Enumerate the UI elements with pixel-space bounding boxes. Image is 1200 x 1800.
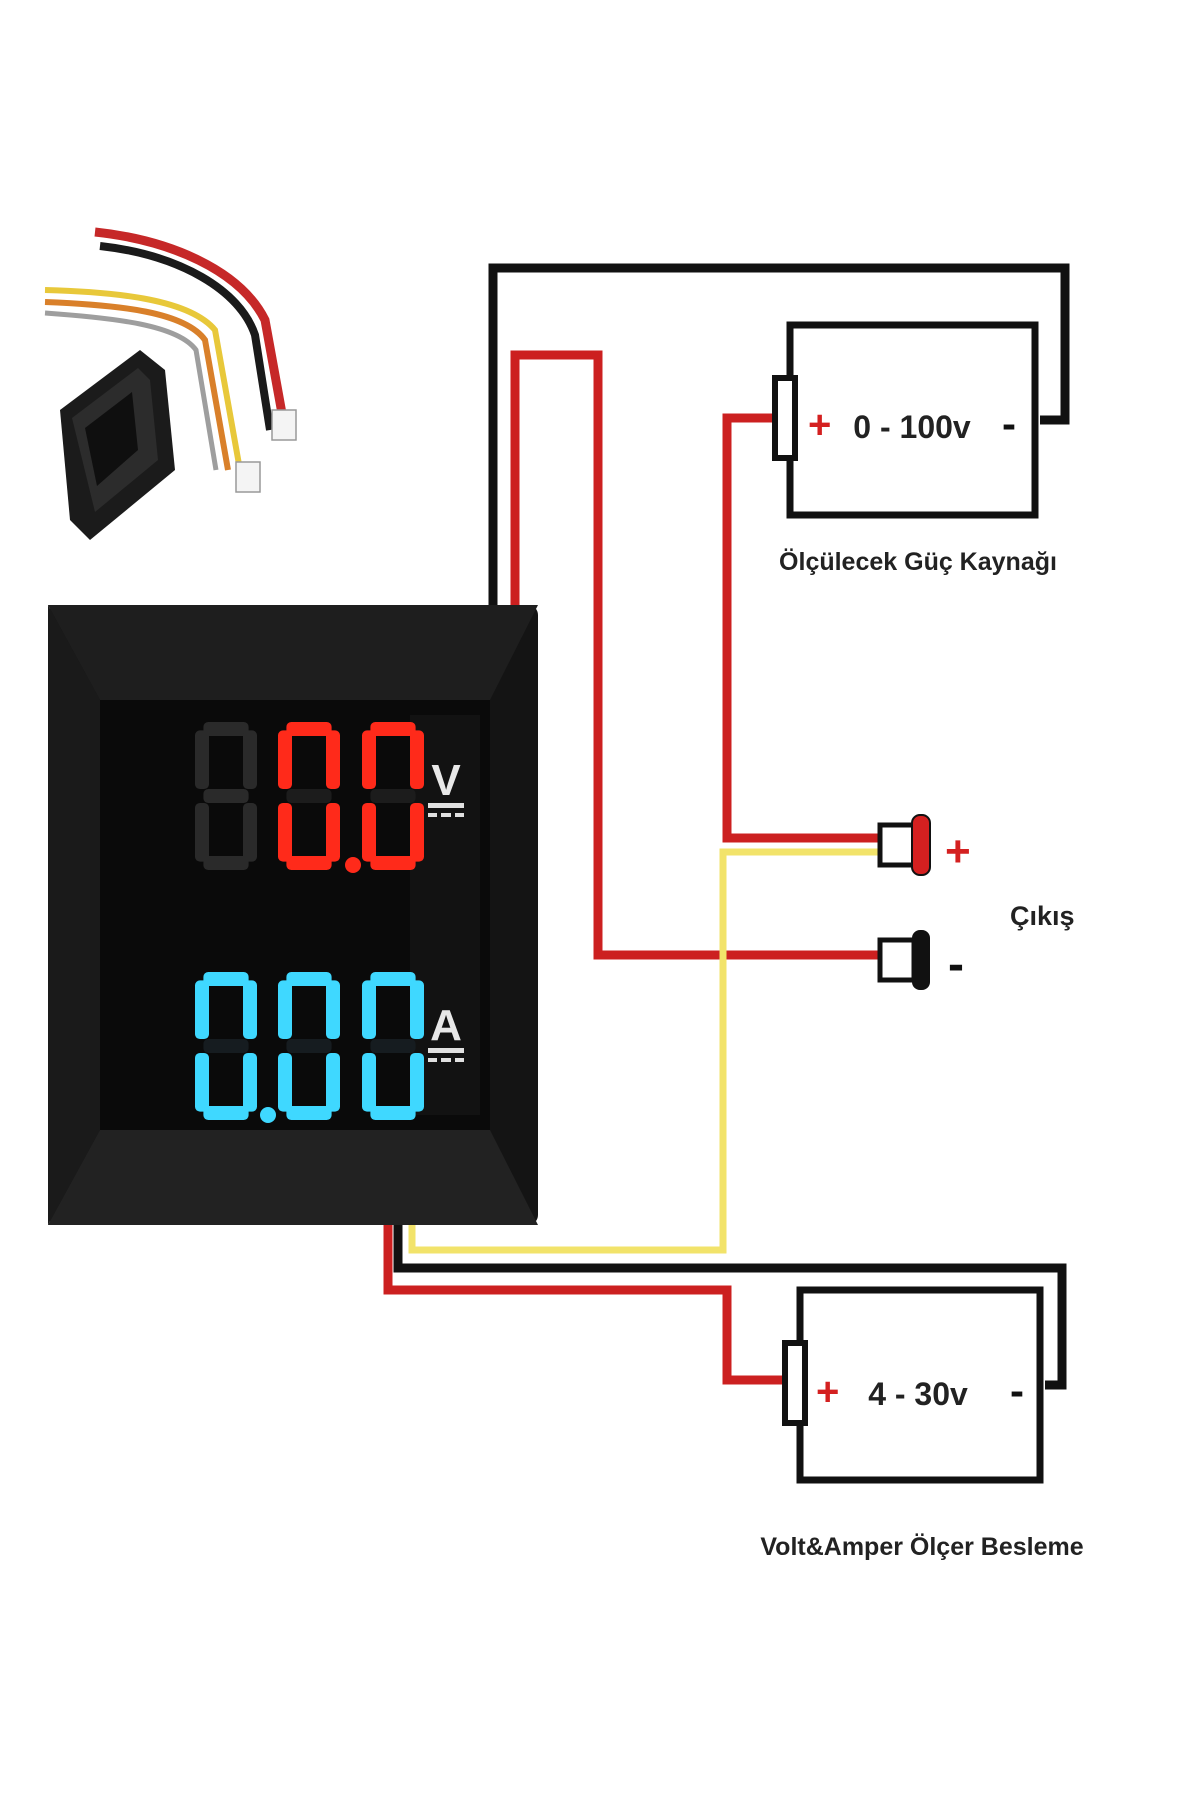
meter-bezel-left — [48, 605, 100, 1225]
segment-c — [243, 1053, 257, 1112]
segment-d — [370, 1106, 416, 1120]
segment-f — [362, 980, 376, 1039]
measured-source-battery: + - 0 - 100v Ölçülecek Güç Kaynağı — [772, 321, 1057, 576]
measured-source-body — [786, 321, 1039, 519]
segment-d — [203, 1106, 249, 1120]
segment-g — [203, 789, 249, 803]
segment-g — [286, 789, 332, 803]
voltage-display — [195, 722, 424, 873]
segment-c — [243, 803, 257, 862]
wire-yellow-signal — [408, 848, 893, 1254]
photo-wire-red — [94, 227, 290, 431]
supply-minus: - — [1010, 1367, 1024, 1414]
segment-e — [195, 803, 209, 862]
segment-c — [410, 803, 424, 862]
segment-b — [243, 980, 257, 1039]
wire-black-source-minus — [488, 263, 1070, 610]
output-plus-sign: + — [945, 827, 971, 876]
segment-b — [326, 980, 340, 1039]
current-digit-2 — [278, 972, 340, 1120]
wire-red-source-plus-to-output-plus — [722, 413, 893, 843]
segment-a — [286, 722, 332, 736]
current-display — [195, 972, 424, 1123]
measured-source-terminal — [772, 375, 798, 461]
segment-a — [203, 972, 249, 986]
meter-bezel-bottom — [48, 1130, 538, 1225]
current-unit: A — [430, 1001, 462, 1050]
supply-battery: + - 4 - 30v Volt&Amper Ölçer Besleme — [760, 1286, 1084, 1561]
photo-meter-window — [85, 392, 138, 486]
product-photo — [44, 227, 297, 540]
segment-a — [203, 722, 249, 736]
segment-d — [286, 856, 332, 870]
segment-g — [203, 1039, 249, 1053]
segment-e — [195, 1053, 209, 1112]
supply-terminal — [782, 1340, 808, 1426]
voltage-unit: V — [431, 756, 461, 805]
segment-c — [326, 1053, 340, 1112]
segment-g — [370, 1039, 416, 1053]
segment-d — [286, 1106, 332, 1120]
segment-e — [278, 1053, 292, 1112]
segment-f — [195, 980, 209, 1039]
segment-f — [278, 980, 292, 1039]
segment-b — [326, 730, 340, 789]
segment-f — [362, 730, 376, 789]
segment-c — [326, 803, 340, 862]
segment-c — [410, 1053, 424, 1112]
segment-a — [286, 972, 332, 986]
voltage-digit-2 — [278, 722, 340, 870]
segment-g — [370, 789, 416, 803]
output-minus-plug — [877, 937, 917, 983]
voltage-digit-1 — [195, 722, 257, 870]
photo-connector-signal — [235, 461, 261, 493]
measured-source-range: 0 - 100v — [853, 409, 971, 445]
meter-bezel-top — [48, 605, 538, 700]
output-plus-tip — [911, 814, 931, 876]
wire-black-supply-minus — [393, 1222, 1067, 1390]
segment-b — [410, 980, 424, 1039]
wire-red-meter-to-output-minus — [510, 350, 893, 960]
segment-f — [278, 730, 292, 789]
wire-red-supply-plus — [383, 1222, 795, 1385]
measured-source-minus: - — [1002, 400, 1016, 447]
segment-g — [286, 1039, 332, 1053]
segment-e — [362, 1053, 376, 1112]
supply-range: 4 - 30v — [868, 1376, 968, 1412]
segment-e — [362, 803, 376, 862]
measured-source-plus: + — [808, 403, 831, 447]
segment-d — [203, 856, 249, 870]
segment-b — [410, 730, 424, 789]
photo-wire-gray — [44, 310, 219, 471]
photo-wire-yellow — [44, 287, 243, 471]
photo-wire-orange — [44, 299, 231, 471]
output-minus-tip — [912, 930, 930, 990]
voltage-decimal-point — [345, 857, 361, 873]
voltage-dc-symbol — [428, 803, 464, 817]
segment-e — [278, 803, 292, 862]
output-plus-plug — [877, 822, 917, 868]
voltage-digit-3 — [362, 722, 424, 870]
measured-source-caption: Ölçülecek Güç Kaynağı — [779, 547, 1057, 576]
photo-connector-red — [271, 409, 297, 441]
supply-caption: Volt&Amper Ölçer Besleme — [760, 1532, 1083, 1561]
segment-d — [370, 856, 416, 870]
segment-a — [370, 972, 416, 986]
current-digit-1 — [195, 972, 257, 1120]
segment-b — [243, 730, 257, 789]
supply-plus: + — [816, 1370, 839, 1414]
segment-f — [195, 730, 209, 789]
output-minus-sign: - — [948, 938, 964, 991]
volt-amp-meter: V A — [48, 605, 538, 1225]
current-dc-symbol — [428, 1048, 464, 1062]
photo-wire-black — [99, 242, 274, 431]
output-label: Çıkış — [1010, 901, 1075, 931]
current-decimal-point — [260, 1107, 276, 1123]
wires — [383, 263, 1070, 1390]
current-digit-3 — [362, 972, 424, 1120]
segment-a — [370, 722, 416, 736]
output-terminals: + - Çıkış — [877, 814, 1075, 991]
